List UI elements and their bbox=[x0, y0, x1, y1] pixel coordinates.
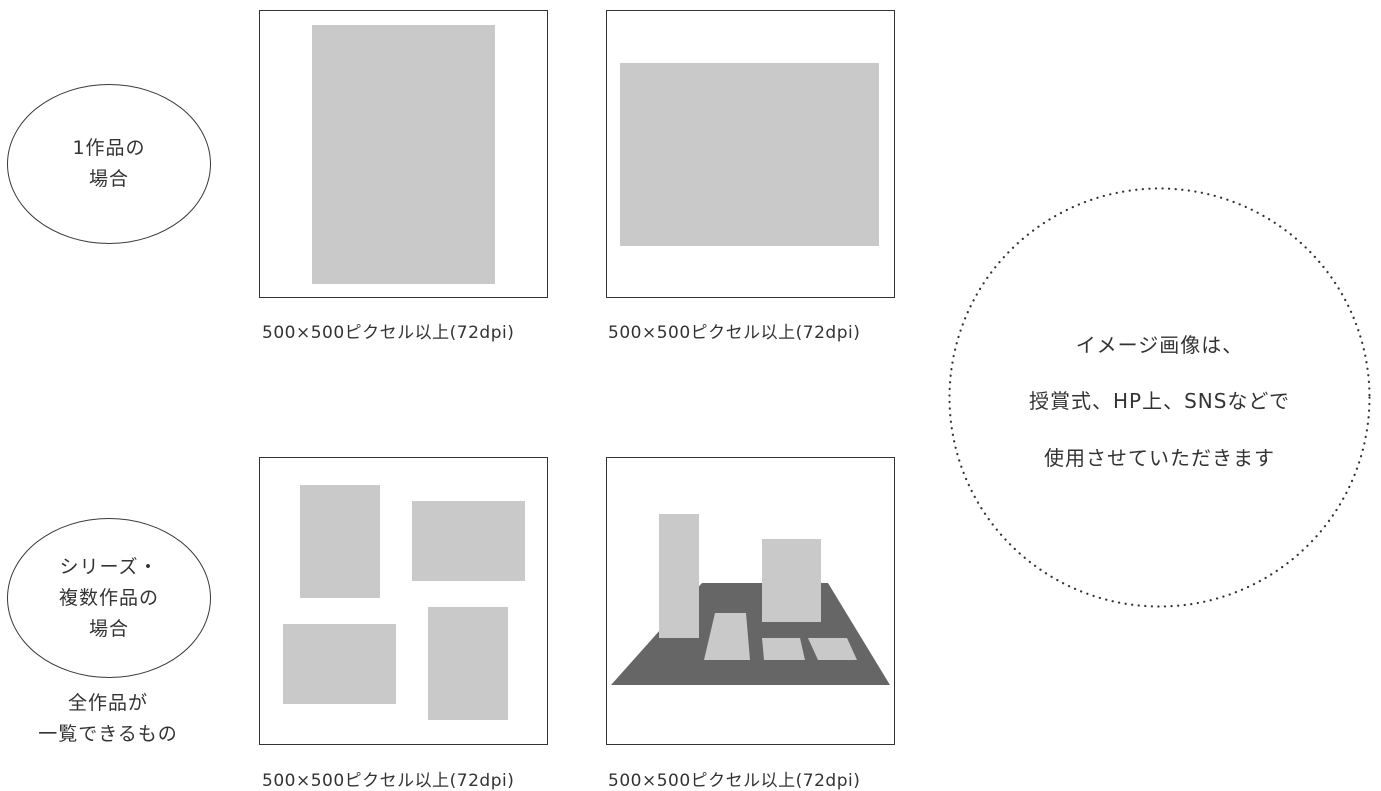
grid-work-3 bbox=[283, 624, 396, 704]
single-work-label-line-2: 場合 bbox=[88, 168, 129, 190]
grid-work-2 bbox=[412, 501, 525, 581]
installation-floor-work-3 bbox=[808, 638, 857, 660]
usage-note-circle: イメージ画像は、 授賞式、HP上、SNSなどで 使用させていただきます bbox=[947, 186, 1372, 609]
installation-square-work bbox=[762, 539, 821, 622]
grid-work-4 bbox=[428, 607, 508, 720]
series-label-line-2: 複数作品の bbox=[58, 586, 159, 609]
landscape-placeholder bbox=[620, 63, 879, 246]
series-sub-label-line-2: 一覧できるもの bbox=[38, 723, 178, 745]
installation-illustration bbox=[611, 514, 890, 685]
usage-note-line-3: 使用させていただきます bbox=[1044, 446, 1275, 470]
single-portrait-caption: 500×500ピクセル以上(72dpi) bbox=[262, 323, 515, 343]
single-work-label-circle: 1作品の 場合 bbox=[7, 84, 211, 244]
usage-note-line-2: 授賞式、HP上、SNSなどで bbox=[1028, 389, 1291, 413]
single-portrait-frame bbox=[259, 10, 548, 298]
installation-floor-work-1 bbox=[704, 613, 750, 660]
single-landscape-frame bbox=[606, 10, 895, 298]
installation-floor-work-2 bbox=[762, 638, 805, 660]
series-label-circle: シリーズ・ 複数作品の 場合 bbox=[7, 518, 211, 678]
series-label-line-1: シリーズ・ bbox=[59, 555, 159, 578]
series-sub-label-line-1: 全作品が bbox=[67, 692, 148, 714]
series-sub-label: 全作品が 一覧できるもの bbox=[0, 688, 216, 750]
series-installation-frame bbox=[606, 457, 895, 745]
single-work-label-line-1: 1作品の bbox=[72, 137, 146, 159]
series-label-line-3: 場合 bbox=[88, 617, 129, 640]
usage-note-line-1: イメージ画像は、 bbox=[1075, 333, 1244, 357]
portrait-placeholder bbox=[312, 25, 495, 284]
installation-floor bbox=[611, 583, 890, 685]
single-landscape-caption: 500×500ピクセル以上(72dpi) bbox=[608, 323, 861, 343]
grid-work-1 bbox=[300, 485, 380, 598]
installation-tall-work bbox=[659, 514, 699, 638]
series-installation-caption: 500×500ピクセル以上(72dpi) bbox=[608, 771, 861, 791]
series-grid-caption: 500×500ピクセル以上(72dpi) bbox=[262, 771, 515, 791]
series-grid-frame bbox=[259, 457, 548, 745]
